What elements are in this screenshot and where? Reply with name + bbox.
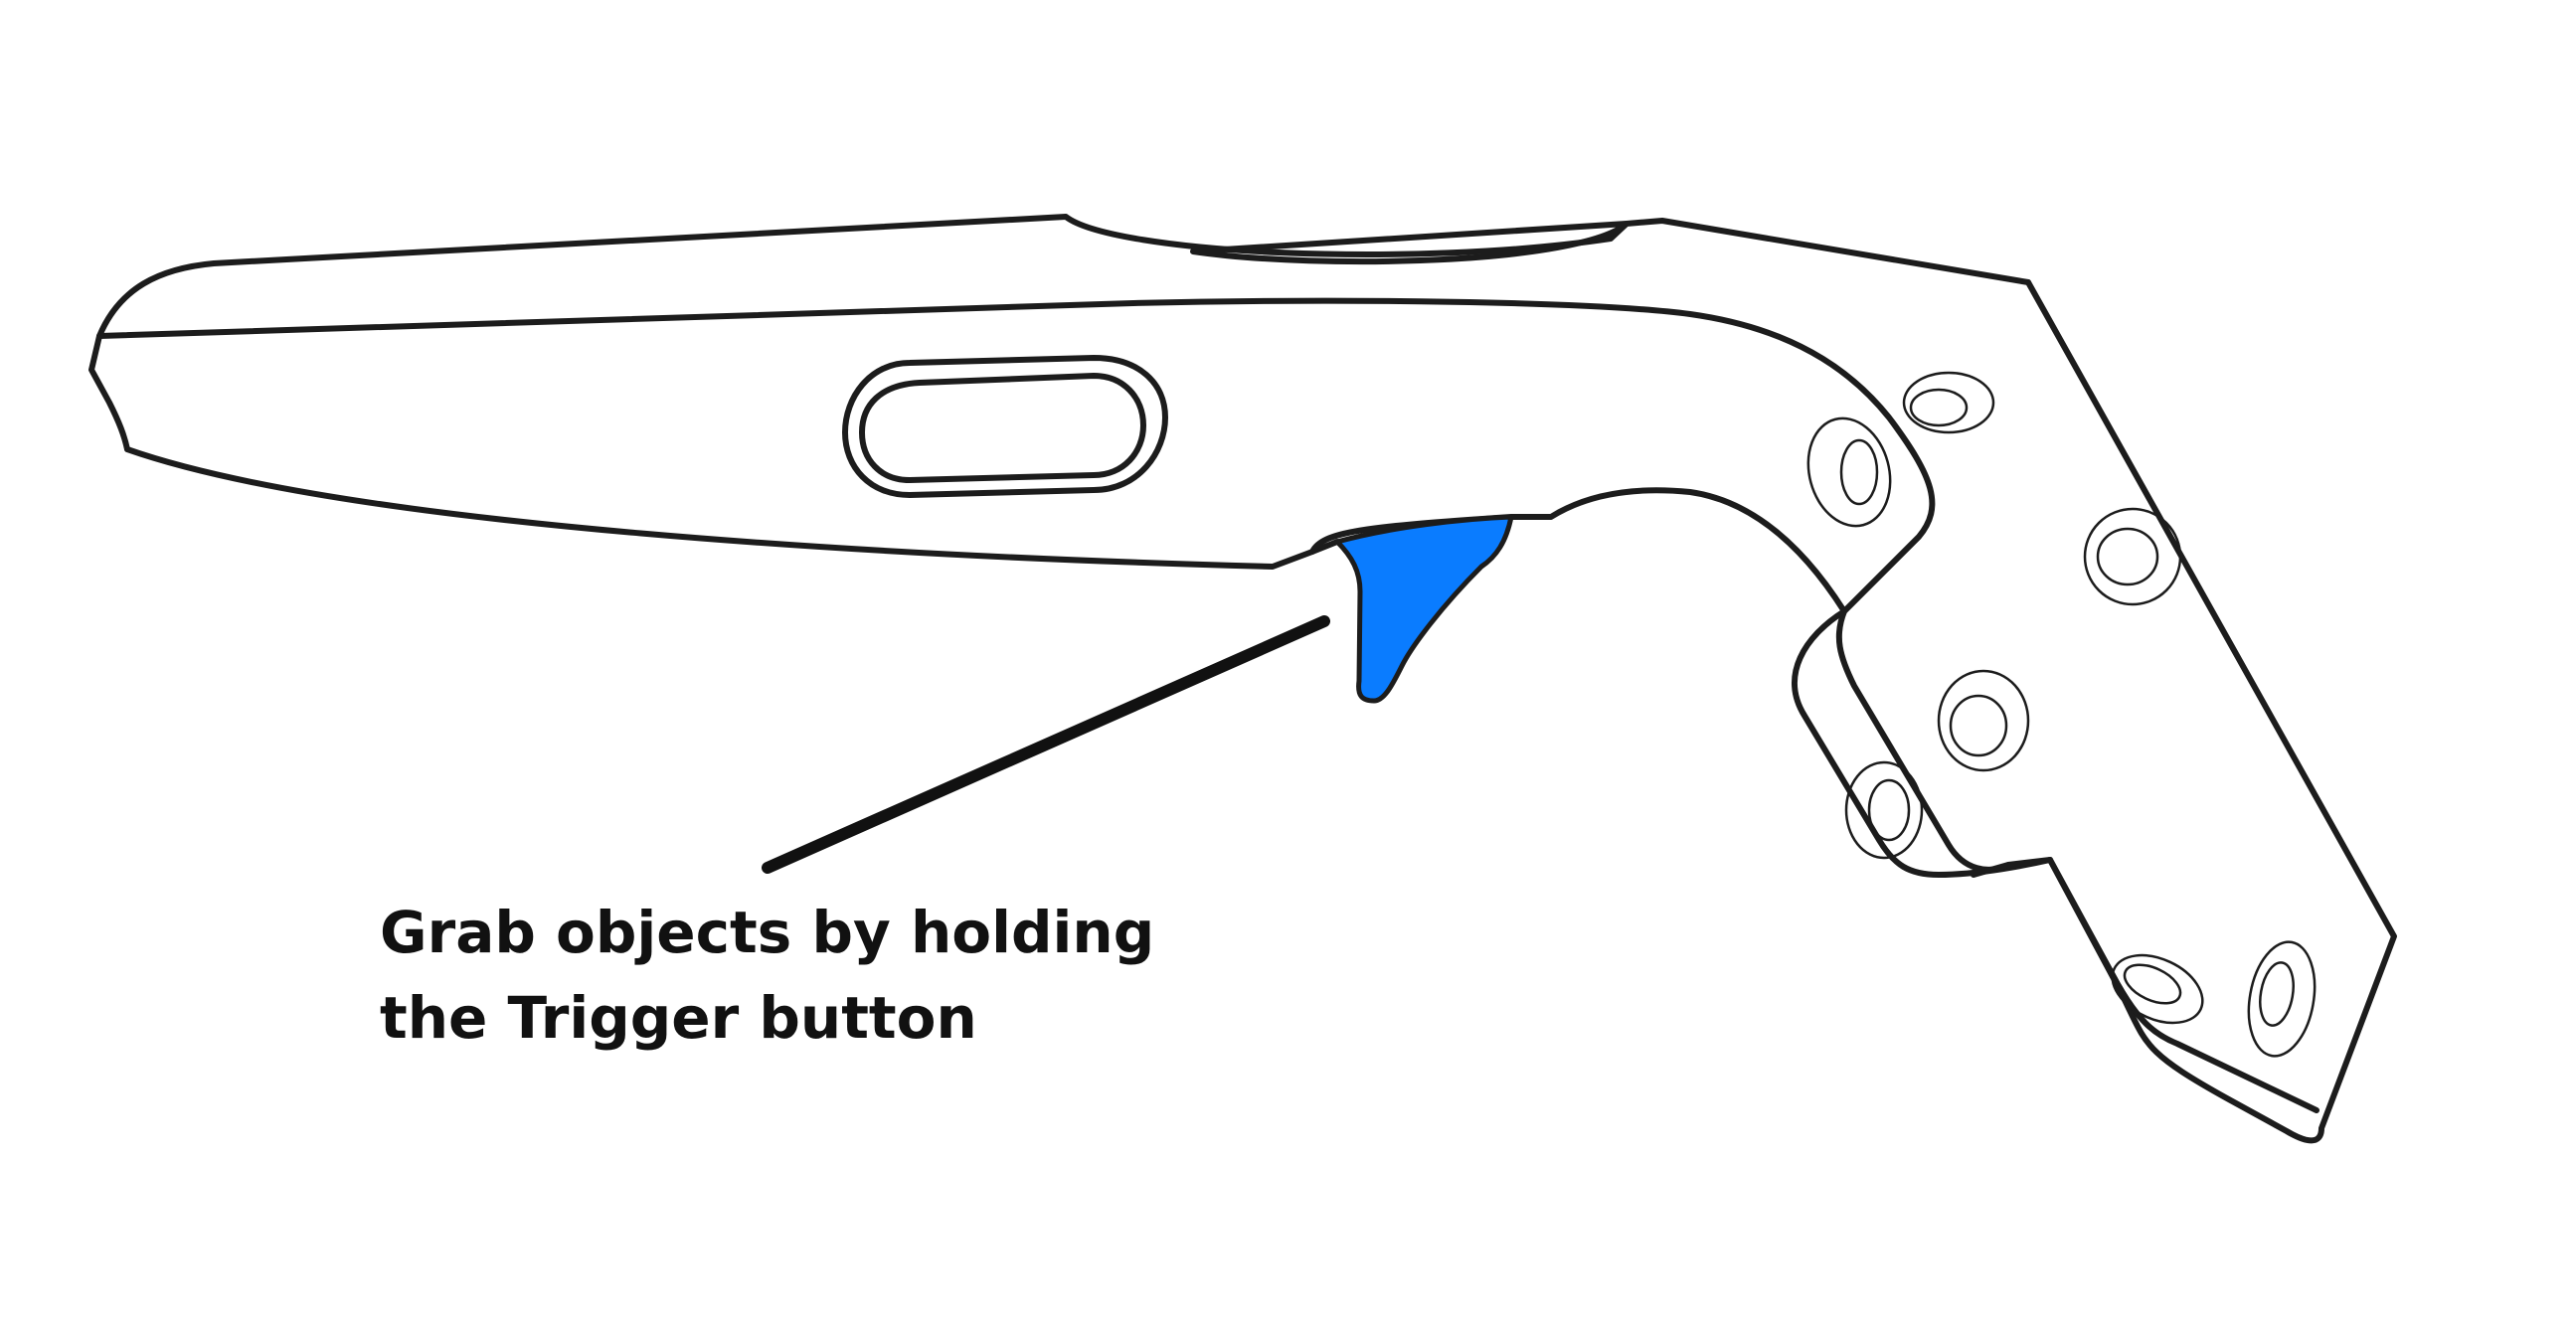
annotation-caption: Grab objects by holding the Trigger butt… bbox=[380, 890, 1275, 1061]
sensor-6-outer bbox=[2111, 953, 2204, 1025]
sensor-6-inner bbox=[2123, 963, 2182, 1005]
sensor-5-inner bbox=[1867, 778, 1911, 842]
controller-nose bbox=[88, 333, 130, 452]
sensor-3-inner bbox=[2096, 527, 2159, 586]
sensor-7-outer bbox=[2247, 940, 2317, 1058]
controller-grip-contour bbox=[1835, 608, 2011, 873]
controller-bottom-edge bbox=[124, 446, 1340, 570]
sensor-2-outer bbox=[1806, 416, 1892, 528]
controller-grip-step bbox=[1971, 857, 2053, 878]
sensor-1-outer bbox=[1902, 371, 1995, 434]
annotation-line-1: Grab objects by holding bbox=[380, 899, 1155, 966]
controller-body bbox=[88, 214, 2397, 1144]
menu-button-inner bbox=[859, 373, 1146, 483]
sensor-4-inner bbox=[1949, 694, 2008, 757]
controller-trigger-guard bbox=[1309, 487, 1847, 614]
sensor-2-inner bbox=[1839, 438, 1879, 506]
controller-contour-line bbox=[96, 297, 1936, 614]
annotation-line-2: the Trigger button bbox=[380, 984, 977, 1052]
trigger-button bbox=[1334, 514, 1514, 704]
menu-button bbox=[842, 355, 1168, 498]
sensor-1-inner bbox=[1909, 388, 1969, 427]
sensor-4-outer bbox=[1937, 669, 2030, 772]
sensor-7-inner bbox=[2259, 961, 2295, 1027]
sensor-3-outer bbox=[2083, 507, 2182, 606]
menu-button-outer bbox=[842, 355, 1168, 498]
sensor-5-outer bbox=[1844, 760, 1924, 860]
callout-pointer-line bbox=[762, 615, 1330, 874]
tracking-sensors bbox=[1806, 371, 2317, 1058]
controller-grip-lower-edge bbox=[2047, 857, 2319, 1113]
controller-top-groove bbox=[1190, 221, 1630, 265]
controller-top-shell bbox=[96, 214, 2031, 339]
